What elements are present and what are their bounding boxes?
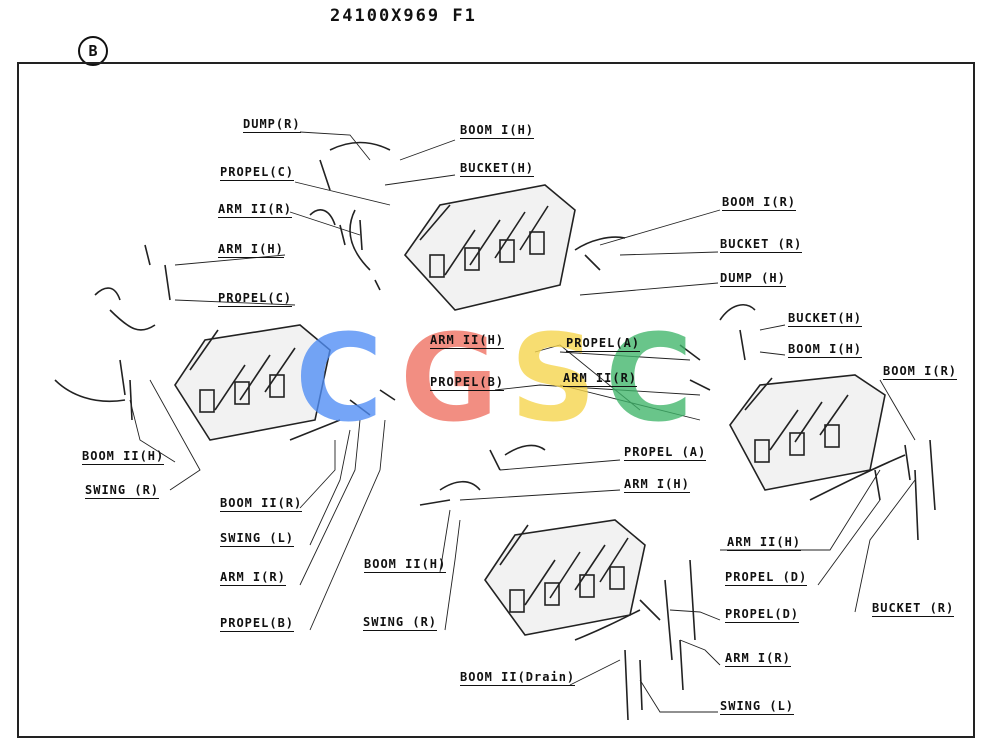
label-propel-d-lower: PROPEL(D) xyxy=(725,607,800,623)
label-bucket-r-top: BUCKET (R) xyxy=(720,237,803,253)
valve-block-right xyxy=(679,304,936,541)
label-arm1-h-lower: ARM I(H) xyxy=(624,477,690,493)
label-boom1-r-top: BOOM I(R) xyxy=(722,195,797,211)
label-swing-l-left: SWING (L) xyxy=(220,531,295,547)
label-propel-b-mid: PROPEL(B) xyxy=(430,375,505,391)
section-badge: B xyxy=(78,36,108,66)
label-boom1-r-right: BOOM I(R) xyxy=(883,364,958,380)
watermark-letter-1: C xyxy=(295,310,384,449)
label-arm2-h-right: ARM II(H) xyxy=(727,535,802,551)
label-boom2-h-left: BOOM II(H) xyxy=(82,449,165,465)
label-propel-c-top: PROPEL(C) xyxy=(220,165,295,181)
label-propel-c-left: PROPEL(C) xyxy=(218,291,293,307)
label-arm2-r-mid: ARM II(R) xyxy=(563,371,638,387)
leader-lines xyxy=(129,131,916,713)
valve-block-top xyxy=(309,141,626,311)
label-bucket-h-right: BUCKET(H) xyxy=(788,311,863,327)
label-dump-r-top: DUMP(R) xyxy=(243,117,301,133)
label-propel-a-lower: PROPEL (A) xyxy=(624,445,707,461)
label-swing-r-left: SWING (R) xyxy=(85,483,160,499)
label-propel-b-left: PROPEL(B) xyxy=(220,616,295,632)
label-swing-r-lower: SWING (R) xyxy=(363,615,438,631)
label-arm1-h-left: ARM I(H) xyxy=(218,242,284,258)
label-boom1-h-right: BOOM I(H) xyxy=(788,342,863,358)
label-dump-h: DUMP (H) xyxy=(720,271,786,287)
label-boom2-h-lower: BOOM II(H) xyxy=(364,557,447,573)
label-boom1-h-top: BOOM I(H) xyxy=(460,123,535,139)
label-bucket-h-top: BUCKET(H) xyxy=(460,161,535,177)
watermark-letter-3: S xyxy=(510,310,597,449)
valve-block-bottom xyxy=(419,444,696,721)
label-arm2-h-mid: ARM II(H) xyxy=(430,333,505,349)
label-bucket-r-right: BUCKET (R) xyxy=(872,601,955,617)
label-boom2-drain: BOOM II(Drain) xyxy=(460,670,576,686)
label-arm2-r-top: ARM II(R) xyxy=(218,202,293,218)
drawing-number: 24100X969 F1 xyxy=(330,6,477,26)
label-arm1-r-left: ARM I(R) xyxy=(220,570,286,586)
valve-block-left xyxy=(54,244,396,441)
label-swing-l-lower: SWING (L) xyxy=(720,699,795,715)
drawing-frame xyxy=(17,62,975,738)
watermark-letter-2: G xyxy=(400,310,499,449)
label-propel-a-mid: PROPEL(A) xyxy=(566,336,641,352)
label-arm1-r-lower: ARM I(R) xyxy=(725,651,791,667)
label-boom2-r-left: BOOM II(R) xyxy=(220,496,303,512)
watermark-letter-4: C xyxy=(605,310,694,449)
label-propel-d-right: PROPEL (D) xyxy=(725,570,808,586)
